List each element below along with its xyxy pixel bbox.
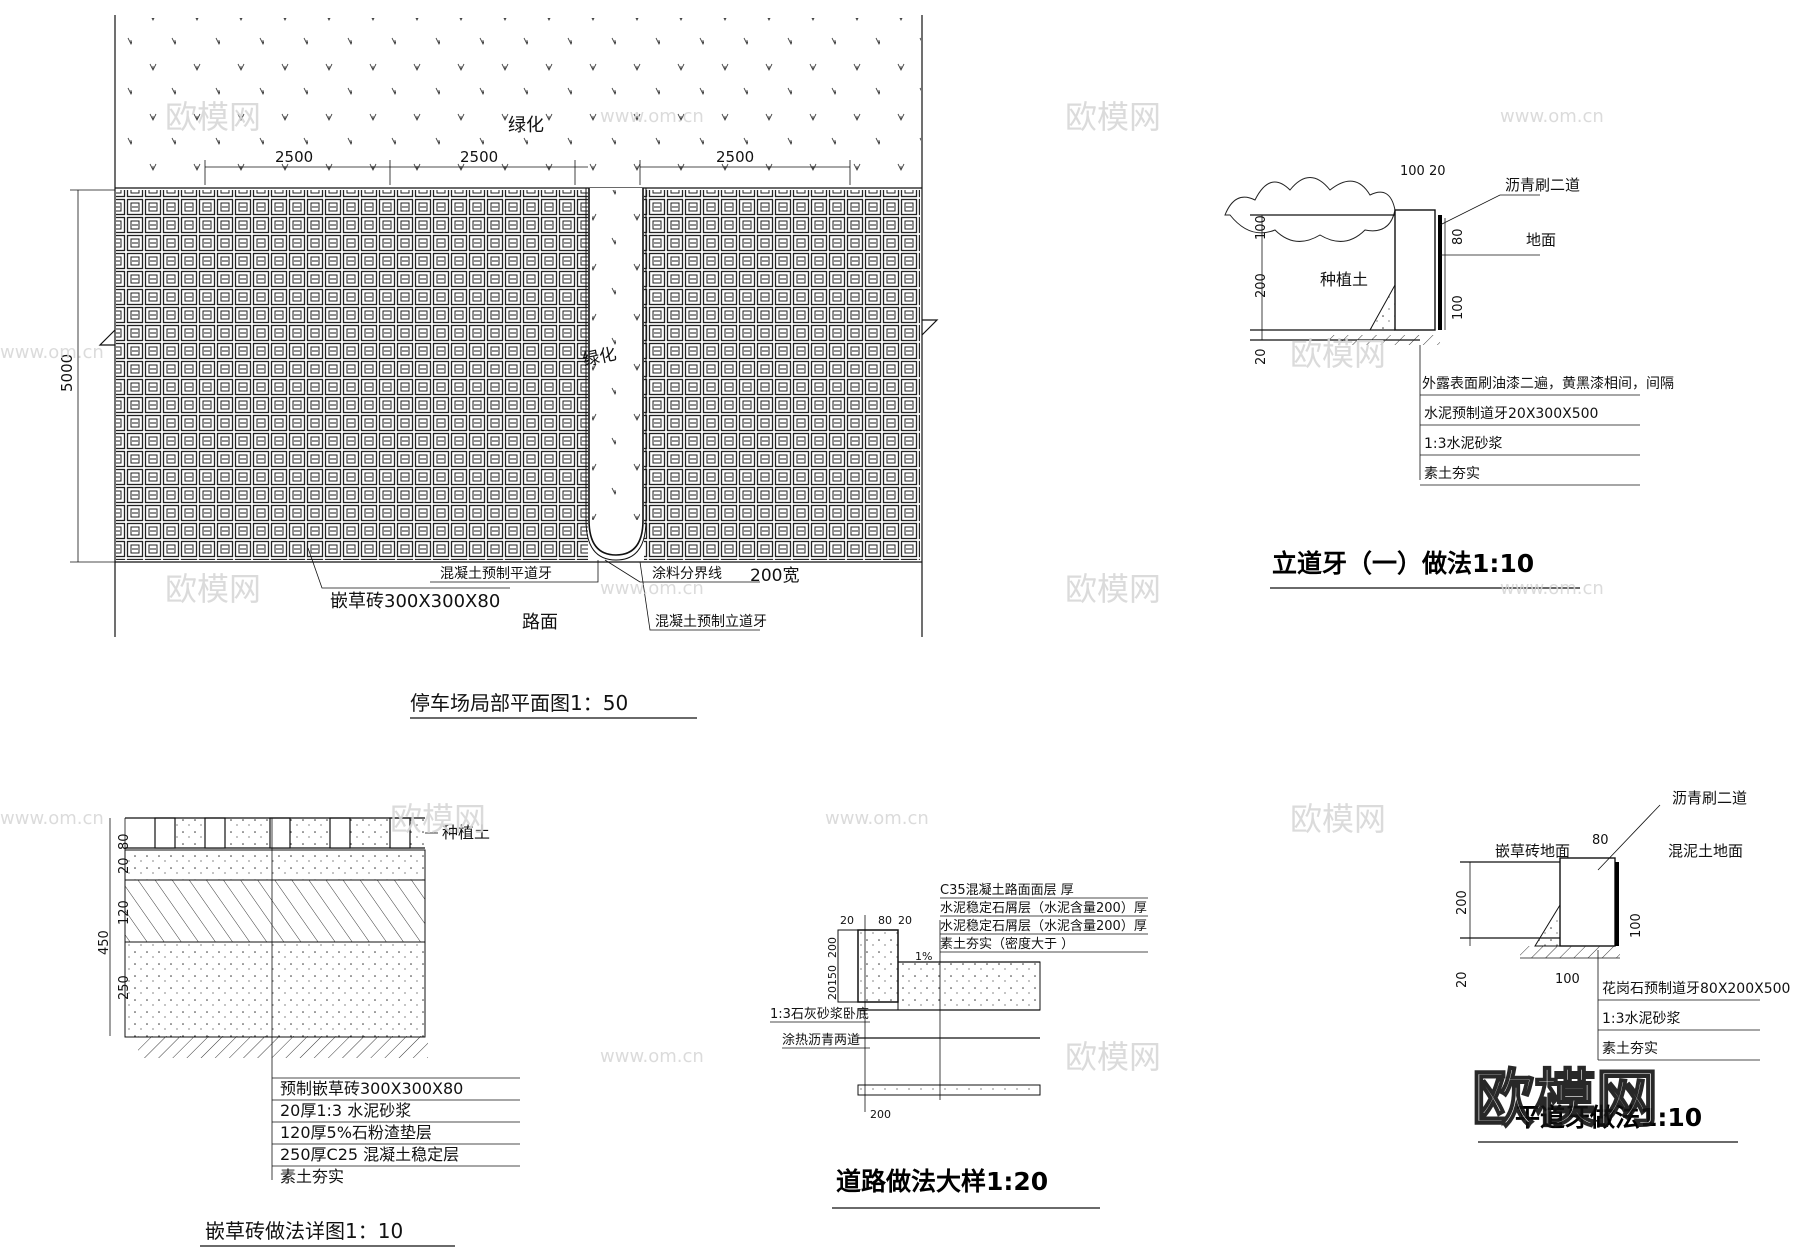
watermark: 欧模网 [1290,800,1386,838]
road-dim-20a: 20 [840,914,854,927]
watermark: www.om.cn [0,342,104,363]
road-title: 道路做法大样1:20 [836,1167,1048,1196]
curb-detail-1: 100 200 20 100 20 80 100 种植土 沥青刷二道 地面 外露… [1224,164,1674,589]
watermark: www.om.cn [1500,578,1604,599]
curb-detail-2: 80 200 100 100 20 沥青刷二道 嵌草砖地面 混泥土地面 花岗石预… [1455,789,1790,1143]
curb1-title: 立道牙（一）做法1:10 [1272,549,1534,578]
grass-layer-2: 20厚1:3 水泥砂浆 [280,1101,411,1120]
watermark: 欧模网 [165,98,261,136]
curb2-asphalt: 沥青刷二道 [1672,789,1747,807]
callout-flat-curb: 混凝土预制平道牙 [440,566,552,582]
grass-dim-250: 250 [117,975,132,1000]
curb2-dim-100b: 100 [1555,972,1580,987]
curb1-dim-100: 100 [1254,215,1269,240]
curb1-layer-4: 素土夯实 [1424,466,1480,482]
dim-2500-c: 2500 [716,148,754,166]
curb1-layer-1: 外露表面刷油漆二遍，黄黑漆相间，间隔 [1422,375,1674,392]
dim-2500-a: 2500 [275,148,313,166]
callout-paint-line: 涂料分界线 [652,566,722,582]
road-layer-2: 水泥稳定石屑层（水泥含量200）厚 [940,900,1147,916]
grass-top-label: 种植土 [442,823,490,842]
grass-brick-field-left [116,190,588,560]
parking-plan: 2500 2500 2500 5000 绿化 绿化 混凝土预制平道牙 涂料分界线… [58,15,939,719]
curb2-dim-20: 20 [1455,971,1470,988]
road-dim-20150: 20150 [826,965,839,1000]
curb2-title: 平道牙做法1:10 [1515,1103,1702,1132]
plan-title: 停车场局部平面图1：50 [410,691,628,715]
road-layer-4: 素土夯实（密度大于 ） [940,936,1074,952]
grass-title: 嵌草砖做法详图1：10 [205,1219,403,1243]
curb1-ground: 地面 [1526,231,1556,249]
grass-brick-detail: 20 80 120 250 450 种植土 预制嵌草砖300X300X80 20… [97,817,520,1247]
curb2-dim-80: 80 [1592,833,1609,848]
watermark: www.om.cn [0,808,104,829]
road-dim-80: 80 [878,914,892,927]
curb2-grass-ground: 嵌草砖地面 [1495,842,1570,860]
road-note-1: 1:3石灰砂浆卧底 [770,1006,869,1022]
road-dim-20b: 20 [898,914,912,927]
curb2-layer-1: 花岗石预制道牙80X200X500 [1602,981,1790,997]
watermark: 欧模网 [165,570,261,608]
callout-vertical-curb: 混凝土预制立道牙 [655,614,767,630]
grass-brick-field-right [644,190,920,560]
curb1-dim-100b: 100 [1451,295,1466,320]
road-slope: 1% [915,950,932,963]
dim-2500-b: 2500 [460,148,498,166]
watermark: 欧模网 [1065,570,1161,608]
curb1-dim-80: 80 [1451,228,1466,245]
grass-dim-120: 120 [117,900,132,925]
greenery-area [116,18,921,188]
curb2-layer-2: 1:3水泥砂浆 [1602,1011,1681,1027]
watermark: www.om.cn [825,808,929,829]
road-layer-1: C35混凝土路面面层 厚 [940,882,1074,898]
curb1-dim-20: 20 [1254,348,1269,365]
grass-layer-3: 120厚5%石粉渣垫层 [280,1123,432,1142]
watermark: 欧模网 [390,800,486,838]
road-layer-3: 水泥稳定石屑层（水泥含量200）厚 [940,918,1147,934]
callout-grass-brick: 嵌草砖300X300X80 [330,591,500,612]
curb1-layer-2: 水泥预制道牙20X300X500 [1424,406,1598,422]
curb1-layer-3: 1:3水泥砂浆 [1424,436,1503,452]
watermark: 欧模网 [1065,1038,1161,1076]
road-note-2: 涂热沥青两道 [782,1032,860,1048]
watermark: www.om.cn [600,106,704,127]
curb1-dim-200: 200 [1254,273,1269,298]
watermark: 欧模网 [1290,335,1386,373]
curb2-dim-100a: 100 [1629,913,1644,938]
watermark: www.om.cn [600,1046,704,1067]
curb2-concrete-ground: 混泥土地面 [1668,842,1743,860]
watermark: 欧模网 [1065,98,1161,136]
grass-layer-1: 预制嵌草砖300X300X80 [280,1079,463,1098]
watermark: www.om.cn [1500,106,1604,127]
callout-paint-width: 200宽 [750,566,799,586]
curb1-dim-top: 100 20 [1400,164,1446,179]
curb2-layer-3: 素土夯实 [1602,1041,1658,1057]
grass-layer-4: 250厚C25 混凝土稳定层 [280,1145,459,1164]
watermarks: 欧模网 欧模网 www.om.cn www.om.cn 欧模网 欧模网 www.… [0,98,1659,1136]
road-dim-200: 200 [826,937,839,958]
road-detail: C35混凝土路面面层 厚 水泥稳定石屑层（水泥含量200）厚 水泥稳定石屑层（水… [770,882,1148,1209]
grass-dim-450: 450 [97,930,112,955]
callout-road: 路面 [522,612,558,633]
curb1-asphalt: 沥青刷二道 [1505,176,1580,194]
dim-5000: 5000 [58,354,76,392]
curb2-dim-200: 200 [1455,890,1470,915]
grass-dim-20-80: 20 [117,857,132,874]
grass-dim-80: 80 [117,833,132,850]
watermark: www.om.cn [600,578,704,599]
road-dim-200b: 200 [870,1108,891,1121]
greenery-label: 绿化 [508,115,544,136]
curb1-soil: 种植土 [1320,270,1368,289]
grass-layer-5: 素土夯实 [280,1167,344,1186]
brand-logo: 欧模网 [1472,1062,1658,1135]
